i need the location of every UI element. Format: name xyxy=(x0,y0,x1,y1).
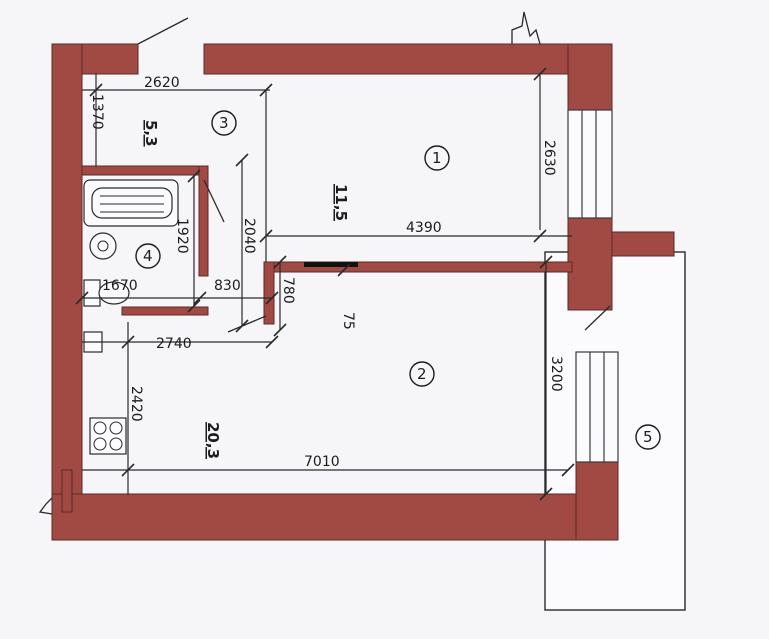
room-area-2: 20,3 xyxy=(204,422,222,459)
dim-label: 2620 xyxy=(144,75,180,91)
room-area-3: 5,3 xyxy=(142,120,160,147)
dim-label: 3200 xyxy=(548,356,564,392)
dimension-lines xyxy=(75,67,575,501)
dim-label: 2630 xyxy=(541,140,557,176)
stove-icon xyxy=(89,417,127,455)
windows xyxy=(567,109,619,463)
room-marker-3: 3 xyxy=(211,110,237,136)
doors xyxy=(38,11,611,515)
walls xyxy=(51,43,675,541)
threshold-marker xyxy=(304,262,358,267)
room-marker-4: 4 xyxy=(135,243,161,269)
dim-label: 2040 xyxy=(241,218,257,254)
room-marker-5: 5 xyxy=(635,424,661,450)
room-area-1: 11,5 xyxy=(332,184,350,221)
dim-label: 1920 xyxy=(174,218,190,254)
dim-label: 7010 xyxy=(304,454,340,470)
dim-label: 1670 xyxy=(102,278,138,294)
room-marker-1: 1 xyxy=(424,145,450,171)
svg-text:5: 5 xyxy=(643,428,653,446)
dim-label: 75 xyxy=(340,312,356,330)
svg-text:2: 2 xyxy=(417,365,427,383)
room-marker-2: 2 xyxy=(409,361,435,387)
dim-label: 780 xyxy=(280,277,296,304)
dim-label: 4390 xyxy=(406,220,442,236)
dim-label: 2420 xyxy=(128,386,144,422)
dim-label: 1370 xyxy=(89,94,105,130)
svg-text:4: 4 xyxy=(143,247,153,265)
svg-text:1: 1 xyxy=(432,149,442,167)
svg-text:3: 3 xyxy=(219,114,229,132)
dim-label: 830 xyxy=(214,278,241,294)
dim-label: 2740 xyxy=(156,336,192,352)
